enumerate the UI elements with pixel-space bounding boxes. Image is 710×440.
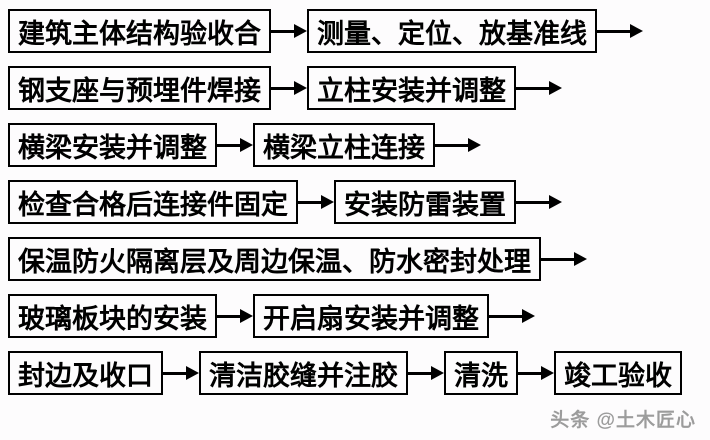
arrow-shaft (516, 86, 549, 90)
flow-step: 钢支座与预埋件焊接 (8, 66, 271, 110)
arrow-right-icon (271, 24, 307, 38)
arrow-shaft (516, 200, 549, 204)
arrow-right-icon (163, 366, 199, 380)
arrow-head-icon (240, 309, 253, 323)
flow-row-6: 玻璃板块的安装 开启扇安装并调整 (8, 294, 710, 338)
arrow-head-icon (186, 366, 199, 380)
arrow-shaft (435, 143, 468, 147)
flow-step: 测量、定位、放基准线 (307, 9, 597, 53)
flow-step: 开启扇安装并调整 (253, 294, 489, 338)
arrow-shaft (271, 86, 294, 90)
arrow-head-icon (321, 195, 334, 209)
arrow-head-icon (468, 138, 481, 152)
arrow-shaft (271, 29, 294, 33)
arrow-head-icon (294, 81, 307, 95)
arrow-right-icon (518, 366, 554, 380)
flow-step: 检查合格后连接件固定 (8, 180, 298, 224)
flow-step: 清洗 (444, 351, 518, 395)
flow-step: 封边及收口 (8, 351, 163, 395)
arrow-right-icon (516, 195, 562, 209)
arrow-head-icon (549, 81, 562, 95)
arrow-shaft (541, 257, 574, 261)
flow-step: 建筑主体结构验收合 (8, 9, 271, 53)
arrow-right-icon (516, 81, 562, 95)
arrow-shaft (298, 200, 321, 204)
arrow-head-icon (522, 309, 535, 323)
flow-step: 玻璃板块的安装 (8, 294, 217, 338)
arrow-shaft (489, 314, 522, 318)
arrow-shaft (518, 371, 541, 375)
arrow-head-icon (549, 195, 562, 209)
arrow-head-icon (574, 252, 587, 266)
flow-step: 竣工验收 (554, 351, 682, 395)
arrow-right-icon (597, 24, 643, 38)
arrow-head-icon (240, 138, 253, 152)
watermark-text: 头条 @土木匠心 (550, 410, 696, 431)
flow-row-1: 建筑主体结构验收合 测量、定位、放基准线 (8, 9, 710, 53)
flow-row-2: 钢支座与预埋件焊接 立柱安装并调整 (8, 66, 710, 110)
arrow-head-icon (630, 24, 643, 38)
flow-step: 安装防雷装置 (334, 180, 516, 224)
flow-step: 立柱安装并调整 (307, 66, 516, 110)
flow-step: 保温防火隔离层及周边保温、防水密封处理 (8, 237, 541, 281)
flow-step: 横梁安装并调整 (8, 123, 217, 167)
arrow-right-icon (541, 252, 587, 266)
arrow-head-icon (294, 24, 307, 38)
arrow-shaft (408, 371, 431, 375)
flow-row-5: 保温防火隔离层及周边保温、防水密封处理 (8, 237, 710, 281)
arrow-head-icon (541, 366, 554, 380)
flow-step: 横梁立柱连接 (253, 123, 435, 167)
arrow-right-icon (408, 366, 444, 380)
arrow-right-icon (217, 309, 253, 323)
arrow-right-icon (271, 81, 307, 95)
arrow-right-icon (217, 138, 253, 152)
flow-step: 清洁胶缝并注胶 (199, 351, 408, 395)
flow-row-4: 检查合格后连接件固定 安装防雷装置 (8, 180, 710, 224)
flow-row-7: 封边及收口 清洁胶缝并注胶 清洗 竣工验收 (8, 351, 710, 395)
arrow-right-icon (489, 309, 535, 323)
arrow-right-icon (298, 195, 334, 209)
arrow-right-icon (435, 138, 481, 152)
arrow-shaft (597, 29, 630, 33)
arrow-head-icon (431, 366, 444, 380)
arrow-shaft (217, 314, 240, 318)
arrow-shaft (217, 143, 240, 147)
arrow-shaft (163, 371, 186, 375)
flow-row-3: 横梁安装并调整 横梁立柱连接 (8, 123, 710, 167)
